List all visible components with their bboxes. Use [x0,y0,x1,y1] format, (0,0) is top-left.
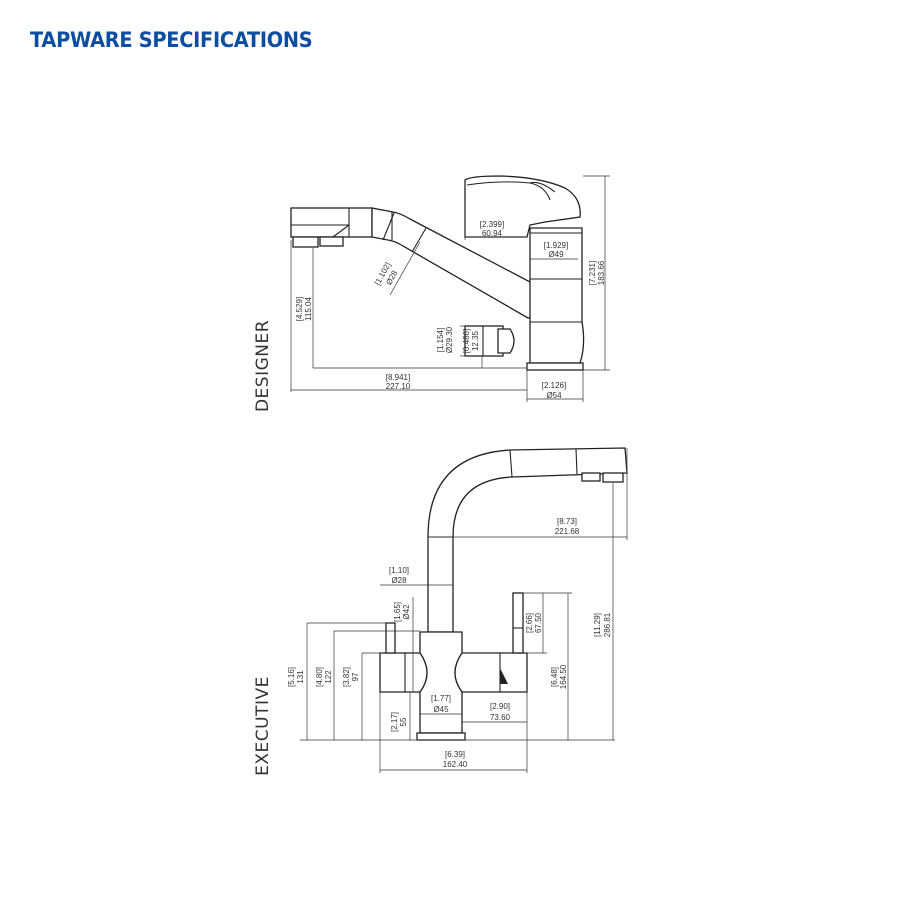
dim-overall-height-mm: 183.66 [597,260,606,285]
exec-dim-handle-top-mm: 97 [351,672,360,681]
designer-base [526,362,584,371]
exec-dim-handle-bottom-in: [2.17] [390,712,399,732]
designer-handle [464,175,581,238]
executive-left-lever [385,622,396,654]
executive-central-body [419,631,463,734]
dim-base-dia-in: [2.126] [542,381,566,390]
dim-knob-dia-in: [1.154] [436,328,445,352]
exec-dim-handle-bottom-mm: 55 [399,717,408,726]
exec-dim-spout-dia-in: [1.10] [389,566,409,575]
exec-dim-reach-mm: 221.68 [555,527,580,536]
designer-aerator-2 [319,236,344,247]
exec-dim-lever-height-mm: 67.50 [534,612,543,633]
exec-dim-base-dia-mm: Ø45 [433,705,449,714]
exec-dim-right-lever-in: [6.48] [550,667,559,687]
executive-spout [427,447,628,633]
executive-left-handle [379,652,428,693]
exec-dim-neck-dia-mm: Ø42 [402,604,411,620]
dim-body-dia-mm: Ø49 [548,250,564,259]
dim-handle-len-in: [2.399] [480,220,504,229]
dim-base-dia-mm: Ø54 [546,391,562,400]
exec-dim-neck-dia-in: [1.65] [393,602,402,622]
executive-aerator-2 [602,472,624,483]
exec-dim-left-lever-mm: 131 [296,670,305,684]
designer-label: DESIGNER [253,320,273,412]
executive-aerator-1 [581,472,601,482]
exec-dim-overall-height-mm: 286.81 [603,612,612,637]
exec-dim-right-lever-mm: 164.50 [559,664,568,689]
exec-dim-base-dia-in: [1.77] [431,694,451,703]
exec-dim-overall-width-in: [6.39] [445,750,465,759]
dim-handle-len-mm: 60.94 [482,229,503,238]
executive-right-handle [454,652,528,693]
exec-dim-right-width-in: [2.90] [490,702,510,711]
executive-drawing: EXECUTIVE [253,447,628,776]
dim-overall-height-in: [7.231] [588,261,597,285]
designer-drawing: DESIGNER [253,175,610,412]
dim-reach-in: [8.941] [386,373,410,382]
executive-base [416,732,466,741]
designer-side-knob [464,325,504,357]
dim-knob-height-mm: 12.35 [471,330,480,351]
dim-reach-mm: 227.10 [386,382,411,391]
exec-dim-reach-in: [8.73] [557,517,577,526]
executive-right-lever [512,592,524,654]
exec-dim-handle-top-in: [3.82] [342,667,351,687]
exec-dim-spout-dia-mm: Ø28 [391,576,407,585]
exec-dim-overall-width-mm: 162.40 [443,760,468,769]
exec-dim-right-width-mm: 73.60 [490,713,511,722]
dim-spout-height-in: [4.529] [295,297,304,321]
exec-dim-left-lever-in: [5.16] [287,667,296,687]
designer-aerator-1 [292,236,319,248]
dim-knob-dia-mm: Ø29.30 [445,326,454,353]
exec-dim-body-top-mm: 122 [324,670,333,684]
dim-body-dia-in: [1.929] [544,241,568,250]
dim-knob-height-in: [0.486] [462,329,471,353]
dim-spout-height-mm: 115.04 [304,297,313,321]
exec-dim-overall-height-in: [11.29] [593,613,602,637]
exec-dim-lever-height-in: [2.66] [525,613,534,633]
page-title: TAPWARE SPECIFICATIONS [30,28,313,52]
exec-dim-body-top-in: [4.80] [315,667,324,687]
executive-label: EXECUTIVE [253,676,273,776]
designer-spout-head [290,207,373,238]
